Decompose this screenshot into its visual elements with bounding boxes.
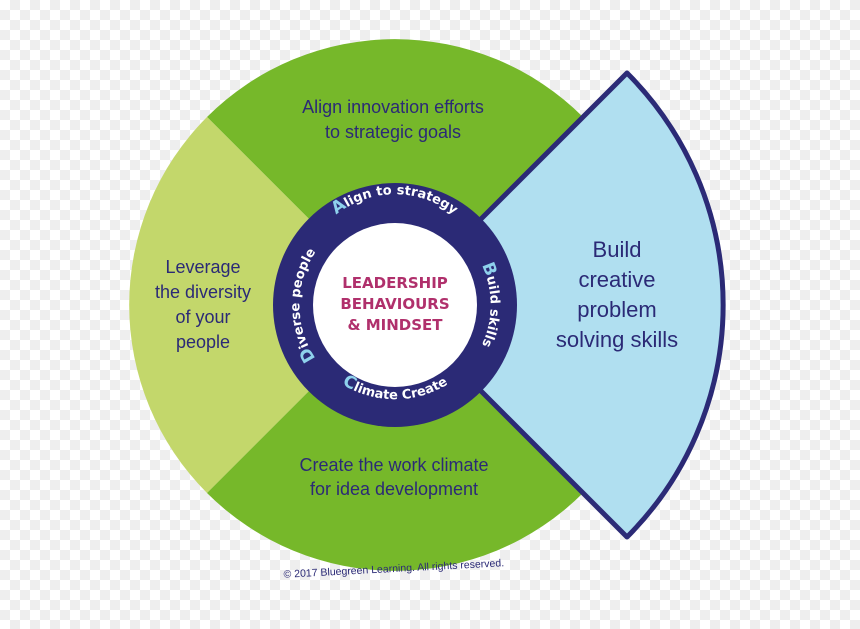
center-line: LEADERSHIP (342, 274, 448, 292)
center-line: BEHAVIOURS (340, 295, 449, 313)
right-segment-line: solving skills (556, 327, 678, 352)
bottom-segment-line: for idea development (310, 479, 478, 499)
left-segment-line: people (176, 332, 230, 352)
right-segment-label: Build creative problem solving skills (556, 237, 678, 352)
top-segment-line: to strategic goals (325, 122, 461, 142)
left-segment-label: Leverage the diversity of your people (155, 257, 251, 352)
right-segment-line: Build (593, 237, 642, 262)
left-segment-line: Leverage (165, 257, 240, 277)
left-segment-line: of your (175, 307, 230, 327)
outer-circle (129, 39, 583, 571)
bottom-segment-label: Create the work climate for idea develop… (299, 455, 488, 499)
segment-bottom-green (207, 305, 583, 571)
center-title: LEADERSHIP BEHAVIOURS & MINDSET (340, 274, 449, 334)
bottom-segment-line: Create the work climate (299, 455, 488, 475)
right-segment-line: problem (577, 297, 656, 322)
center-line: & MINDSET (347, 316, 443, 334)
top-segment-line: Align innovation efforts (302, 97, 484, 117)
segment-right-blue (392, 70, 726, 540)
left-segment-line: the diversity (155, 282, 251, 302)
segment-left-lightgreen (129, 117, 396, 493)
segment-top-green (207, 39, 583, 305)
center-circle (313, 223, 477, 387)
right-segment-line: creative (578, 267, 655, 292)
top-segment-label: Align innovation efforts to strategic go… (302, 97, 484, 142)
